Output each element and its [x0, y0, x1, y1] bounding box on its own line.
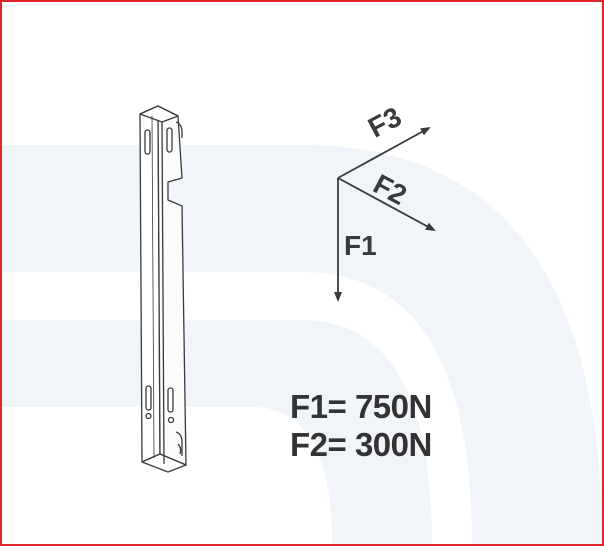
- force-values: F1= 750N F2= 300N: [290, 388, 432, 464]
- force-vectors: [334, 127, 436, 302]
- bracket: [139, 105, 187, 473]
- force-f1-label: F1: [344, 230, 377, 261]
- force-f3-arrow: [337, 127, 431, 179]
- value-f2: F2= 300N: [290, 426, 432, 463]
- value-f1: F1= 750N: [290, 388, 432, 425]
- force-f2-arrow: [337, 177, 436, 231]
